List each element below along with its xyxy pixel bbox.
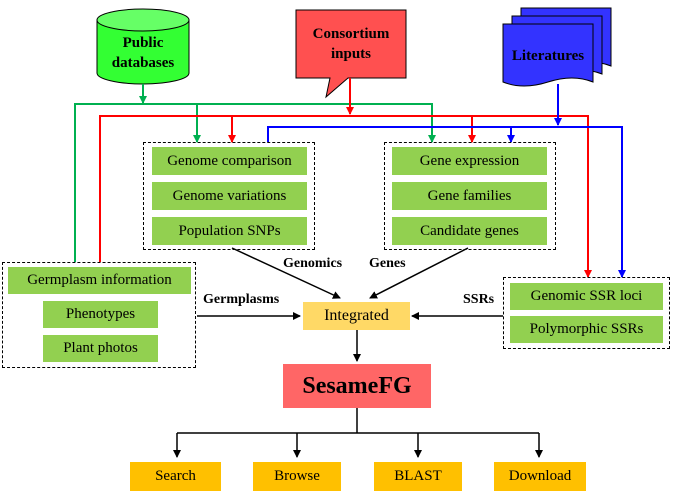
germplasm-information-box: Germplasm information [8,267,191,294]
literatures-documents [502,7,612,87]
genome-variations-box: Genome variations [152,182,307,210]
germplasms-label: Germplasms [203,292,280,307]
red-connectors [99,78,592,278]
genomic-ssr-loci-box: Genomic SSR loci [510,283,663,310]
phenotypes-box: Phenotypes [43,301,158,328]
search-button[interactable]: Search [130,462,221,491]
public-databases-label: Public databases [111,35,175,71]
genomics-group [143,142,315,250]
gene-expression-box: Gene expression [392,147,547,175]
download-button[interactable]: Download [494,462,586,491]
blast-button[interactable]: BLAST [374,462,462,491]
consortium-inputs-label: Consortium inputs [312,26,390,62]
plant-photos-box: Plant photos [43,335,158,362]
population-snps-box: Population SNPs [152,217,307,245]
blue-connectors [267,84,626,278]
literatures-label: Literatures [511,48,585,64]
public-databases-cylinder [96,8,190,85]
integrated-box: Integrated [303,302,410,330]
candidate-genes-box: Candidate genes [392,217,547,245]
green-connectors [74,84,436,262]
genes-label: Genes [369,256,406,271]
gene-families-box: Gene families [392,182,547,210]
genomics-label: Genomics [283,256,343,271]
ssrs-label: SSRs [463,292,495,307]
polymorphic-ssrs-box: Polymorphic SSRs [510,316,663,343]
black-connectors [173,247,543,458]
ssr-group [503,277,670,349]
genome-comparison-box: Genome comparison [152,147,307,175]
genes-group [384,142,556,250]
sesamefg-title: SesameFG [283,364,431,408]
browse-button[interactable]: Browse [253,462,341,491]
germplasm-group [2,262,196,368]
consortium-inputs-shape [295,9,407,99]
